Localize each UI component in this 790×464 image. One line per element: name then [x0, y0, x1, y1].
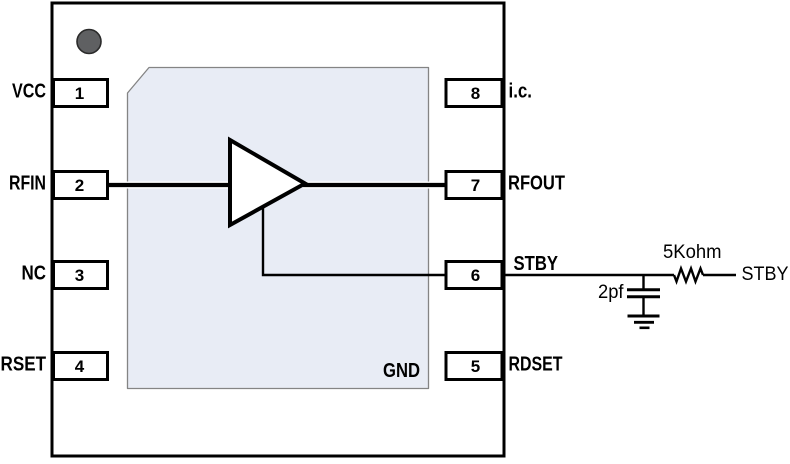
svg-text:4: 4 — [75, 357, 85, 376]
svg-text:5: 5 — [471, 357, 480, 376]
svg-text:3: 3 — [75, 266, 84, 285]
svg-text:GND: GND — [383, 360, 420, 382]
svg-text:i.c.: i.c. — [509, 81, 533, 103]
svg-text:7: 7 — [471, 176, 480, 195]
svg-text:STBY: STBY — [514, 253, 559, 275]
svg-text:VCC: VCC — [12, 81, 46, 103]
svg-text:NC: NC — [22, 263, 47, 285]
svg-text:RFIN: RFIN — [9, 173, 46, 195]
svg-text:RSET: RSET — [1, 354, 47, 376]
svg-text:RDSET: RDSET — [509, 354, 563, 376]
svg-text:5Kohm: 5Kohm — [663, 242, 722, 263]
svg-text:2pf: 2pf — [598, 282, 624, 303]
svg-text:STBY: STBY — [742, 264, 789, 285]
svg-text:2: 2 — [75, 176, 84, 195]
svg-text:RFOUT: RFOUT — [508, 173, 565, 195]
svg-text:8: 8 — [471, 84, 480, 103]
svg-text:1: 1 — [75, 84, 84, 103]
svg-text:6: 6 — [471, 266, 480, 285]
